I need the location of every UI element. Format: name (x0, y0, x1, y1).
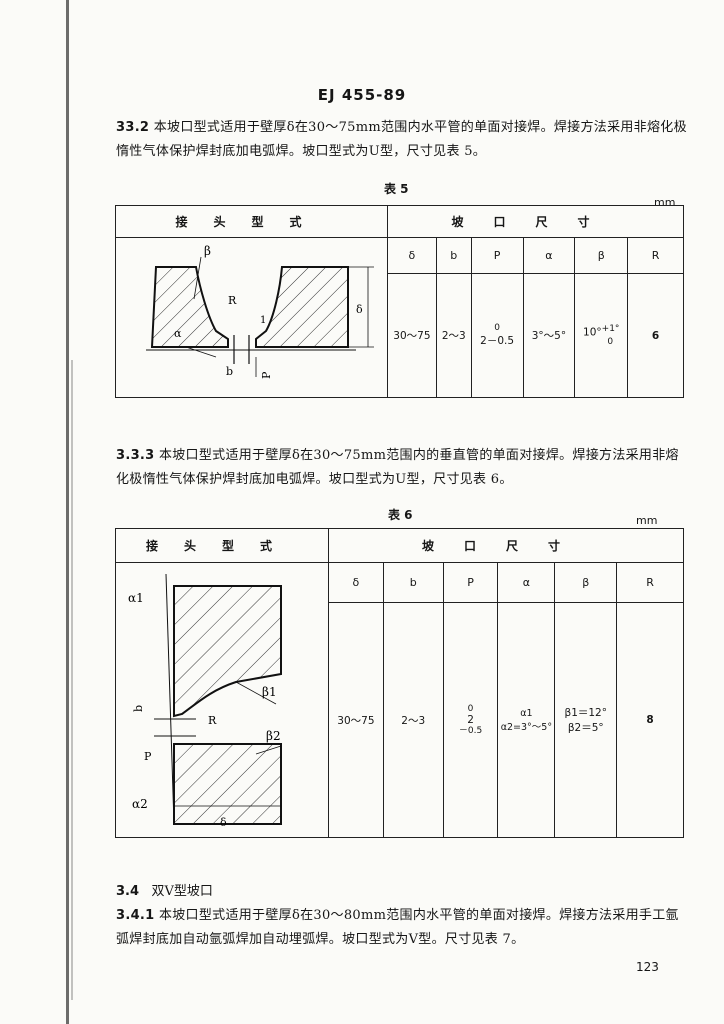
gap-b-label: b (132, 705, 145, 712)
joint-figure-cell: β R 1 α b P δ (115, 237, 388, 398)
root-face-p-label: P (144, 750, 152, 763)
value-p: 0 2－0.5 (470, 273, 524, 398)
paragraph-text: 本坡口型式适用于壁厚δ在30～80mm范围内水平管的单面对接焊。焊接方法采用手工… (116, 908, 679, 947)
col-alpha: α (497, 562, 556, 604)
binding-edge (66, 0, 69, 1024)
section-number: 3.4 (116, 884, 140, 899)
value-delta: 30～75 (327, 602, 384, 838)
section-3-4-heading: 3.4 双V型坡口 (116, 880, 213, 899)
beta1-value: β1＝12° (564, 707, 608, 720)
col-b: b (382, 562, 444, 604)
col-delta: δ (327, 562, 384, 604)
paragraph-3-3-2: 33.2 本坡口型式适用于壁厚δ在30～75mm范围内水平管的单面对接焊。焊接方… (116, 116, 688, 164)
beta1-label: β1 (262, 685, 277, 699)
alpha-line-2: α2=3°～5° (500, 721, 553, 733)
value-beta: β1＝12° β2＝5° (554, 602, 618, 838)
table6-unit: mm (636, 514, 658, 527)
value-alpha: α1 α2=3°～5° (497, 602, 556, 838)
beta-nominal: 10° (583, 326, 602, 339)
section-number: 33.2 (116, 120, 150, 135)
value-r: 8 (616, 602, 684, 838)
gap-b-label: b (226, 365, 233, 378)
alpha-label: α (174, 327, 182, 340)
groove-size-header: 坡口尺寸 (327, 527, 685, 564)
value-beta: 10°+1° 0 (574, 273, 629, 398)
table5-caption: 表 5 (384, 182, 409, 196)
p-tolerance-lower: －0.5 (458, 726, 483, 737)
p-value: 2－0.5 (480, 335, 515, 347)
value-r: 6 (627, 273, 684, 398)
beta-label: β (204, 244, 211, 258)
section-number: 3.3.3 (116, 448, 155, 463)
col-beta: β (574, 237, 629, 274)
section-number: 3.4.1 (116, 908, 155, 923)
value-delta: 30～75 (386, 273, 437, 398)
col-p: P (470, 237, 524, 274)
col-delta: δ (386, 237, 437, 274)
col-b: b (435, 237, 472, 274)
table6-caption: 表 6 (388, 508, 413, 522)
beta2-value: β2＝5° (567, 722, 604, 735)
one-label: 1 (260, 315, 266, 326)
root-face-p-label: P (260, 371, 273, 379)
beta-tolerance-upper: +1° (601, 323, 620, 334)
col-p: P (442, 562, 499, 604)
beta2-label: β2 (266, 729, 281, 743)
joint-type-header: 接头型式 (115, 205, 388, 238)
beta-tolerance-lower: 0 (607, 337, 614, 348)
col-r: R (616, 562, 684, 604)
groove-size-header: 坡口尺寸 (386, 205, 685, 238)
paragraph-text: 本坡口型式适用于壁厚δ在30～75mm范围内水平管的单面对接焊。焊接方法采用非熔… (116, 120, 687, 159)
table-5: 接头型式 坡口尺寸 (115, 205, 685, 398)
value-p: 0 2 －0.5 (442, 602, 499, 838)
paragraph-3-4-1: 3.4.1 本坡口型式适用于壁厚δ在30～80mm范围内水平管的单面对接焊。焊接… (116, 904, 688, 952)
paragraph-text: 本坡口型式适用于壁厚δ在30～75mm范围内的垂直管的单面对接焊。焊接方法采用非… (116, 448, 679, 487)
joint-figure-cell: α1 β1 b R β2 P α2 δ (115, 562, 329, 838)
radius-label: R (228, 294, 237, 307)
alpha-line-1: α1 (520, 707, 533, 719)
binding-shadow (71, 360, 73, 1000)
thickness-delta-label: δ (356, 303, 363, 316)
col-r: R (627, 237, 684, 274)
p-tolerance-upper: 0 (494, 323, 500, 333)
col-beta: β (554, 562, 618, 604)
document-code: EJ 455-89 (317, 86, 407, 104)
value-b: 2～3 (435, 273, 472, 398)
paragraph-3-3-3: 3.3.3 本坡口型式适用于壁厚δ在30～75mm范围内的垂直管的单面对接焊。焊… (116, 444, 688, 492)
p-tolerance-upper: 0 (467, 704, 474, 715)
section-title: 双V型坡口 (151, 884, 213, 899)
page-number: 123 (636, 960, 659, 974)
alpha2-label: α2 (132, 797, 148, 811)
joint-type-header: 接头型式 (115, 527, 329, 564)
p-value: 2 (467, 714, 474, 727)
thickness-delta-label: δ (220, 816, 227, 829)
col-alpha: α (522, 237, 576, 274)
u-groove-vertical-figure: α1 β1 b R β2 P α2 δ (128, 574, 282, 829)
value-b: 2～3 (382, 602, 444, 838)
value-alpha: 3°～5° (522, 273, 576, 398)
table-6: 接头型式 坡口尺寸 α1 β1 (115, 527, 685, 838)
alpha1-label: α1 (128, 591, 144, 605)
u-groove-horizontal-figure: β R 1 α b P δ (146, 244, 374, 379)
radius-label: R (208, 714, 217, 727)
